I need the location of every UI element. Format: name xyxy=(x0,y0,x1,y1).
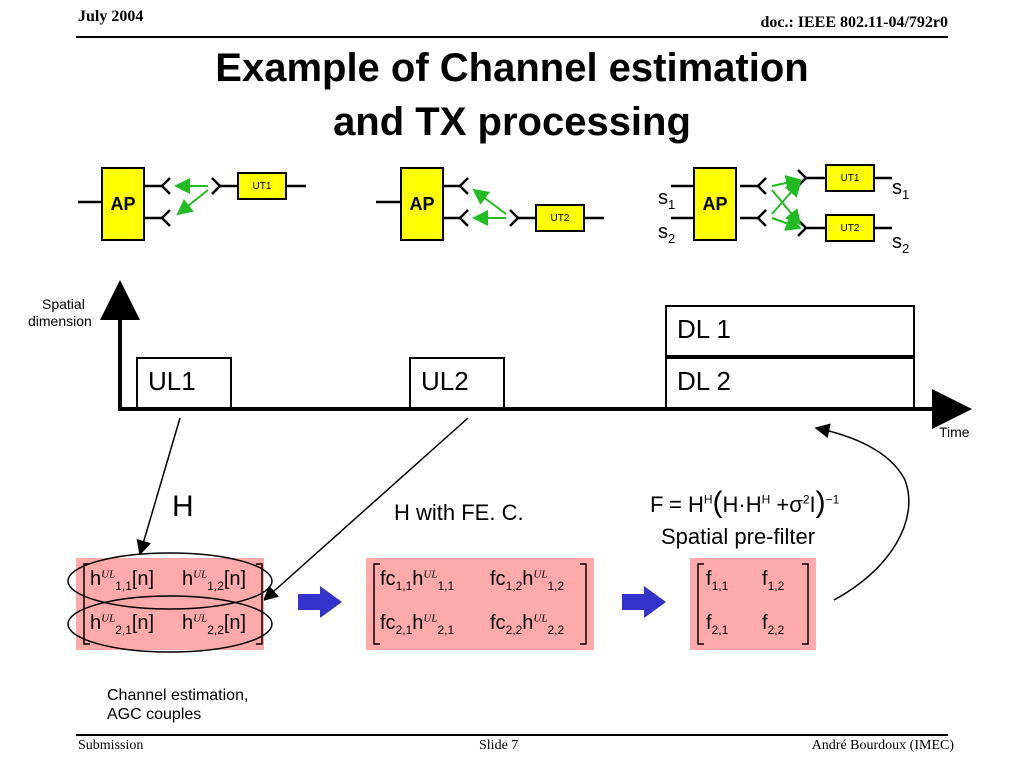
matrix-h-fe-brackets xyxy=(373,563,587,645)
footer-author: André Bourdoux (IMEC) xyxy=(811,738,954,753)
matrix-h-channel xyxy=(76,558,264,650)
user-terminal-ut2-b: UT2 xyxy=(825,214,875,242)
matrix-f-cell-11: f1,1 xyxy=(706,568,729,593)
header-rule xyxy=(76,36,948,38)
stream-s1-left: s1 xyxy=(658,187,676,212)
matrix-h-cell-21: hUL2,1[n] xyxy=(90,612,155,637)
matrix-h-fe-corrected xyxy=(366,558,594,650)
timeline-graphics xyxy=(100,280,972,601)
y-axis-label-dimension: dimension xyxy=(28,313,92,329)
stream-s2-left: s2 xyxy=(658,221,676,246)
caption-channel-estimation: Channel estimation, xyxy=(107,687,249,704)
matrix-f-cell-12: f1,2 xyxy=(762,568,785,593)
stream-s1-right: s1 xyxy=(892,177,910,202)
matrix-f-brackets xyxy=(697,563,809,645)
footer-rule xyxy=(76,734,948,736)
label-h: H xyxy=(172,490,194,523)
footer-slide-number: Slide 7 xyxy=(479,738,519,753)
slot-ul2: UL2 xyxy=(409,357,505,409)
user-terminal-ut1-b: UT1 xyxy=(825,164,875,192)
label-spatial-prefilter: Spatial pre-filter xyxy=(661,524,816,549)
prefilter-formula: F = HH(H·HH +σ2I)−1 xyxy=(650,486,840,519)
header-doc-id: doc.: IEEE 802.11-04/792r0 xyxy=(760,14,948,31)
antenna-diagrams xyxy=(78,169,892,237)
slot-ul1: UL1 xyxy=(136,357,232,409)
x-axis-label-time: Time xyxy=(939,424,970,440)
slide-title-line2: and TX processing xyxy=(333,100,691,144)
header-date: July 2004 xyxy=(78,8,144,25)
access-point-1: AP xyxy=(101,167,145,241)
label-h-with-fe: H with FE. C. xyxy=(394,500,524,525)
user-terminal-ut1-a: UT1 xyxy=(237,172,287,200)
matrix-f-cell-22: f2,2 xyxy=(762,612,785,637)
footer-submission: Submission xyxy=(78,738,144,753)
matrix-f-cell-21: f2,1 xyxy=(706,612,729,637)
matrix-fc-cell-21: fc2,1hUL2,1 xyxy=(380,612,455,637)
matrix-f-prefilter xyxy=(690,558,816,650)
matrix-fc-cell-11: fc1,1hUL1,1 xyxy=(380,568,455,593)
stream-s2-right: s2 xyxy=(892,231,910,256)
matrix-h-cell-22: hUL2,2[n] xyxy=(182,612,247,637)
blue-arrow-1-icon xyxy=(298,586,342,618)
slide-title-line1: Example of Channel estimation xyxy=(215,46,809,90)
y-axis-label-spatial: Spatial xyxy=(42,296,85,312)
matrix-h-decorations xyxy=(67,552,273,653)
slot-dl2: DL 2 xyxy=(665,357,915,409)
matrix-fc-cell-12: fc1,2hUL1,2 xyxy=(490,568,565,593)
matrix-fc-cell-22: fc2,2hUL2,2 xyxy=(490,612,565,637)
matrix-h-cell-12: hUL1,2[n] xyxy=(182,568,247,593)
blue-arrow-2-icon xyxy=(622,586,666,618)
caption-agc-couples: AGC couples xyxy=(107,706,202,723)
access-point-2: AP xyxy=(400,167,444,241)
access-point-3: AP xyxy=(693,167,737,241)
slot-dl1: DL 1 xyxy=(665,305,915,357)
user-terminal-ut2-a: UT2 xyxy=(535,204,585,232)
matrix-h-cell-11: hUL1,1[n] xyxy=(90,568,155,593)
